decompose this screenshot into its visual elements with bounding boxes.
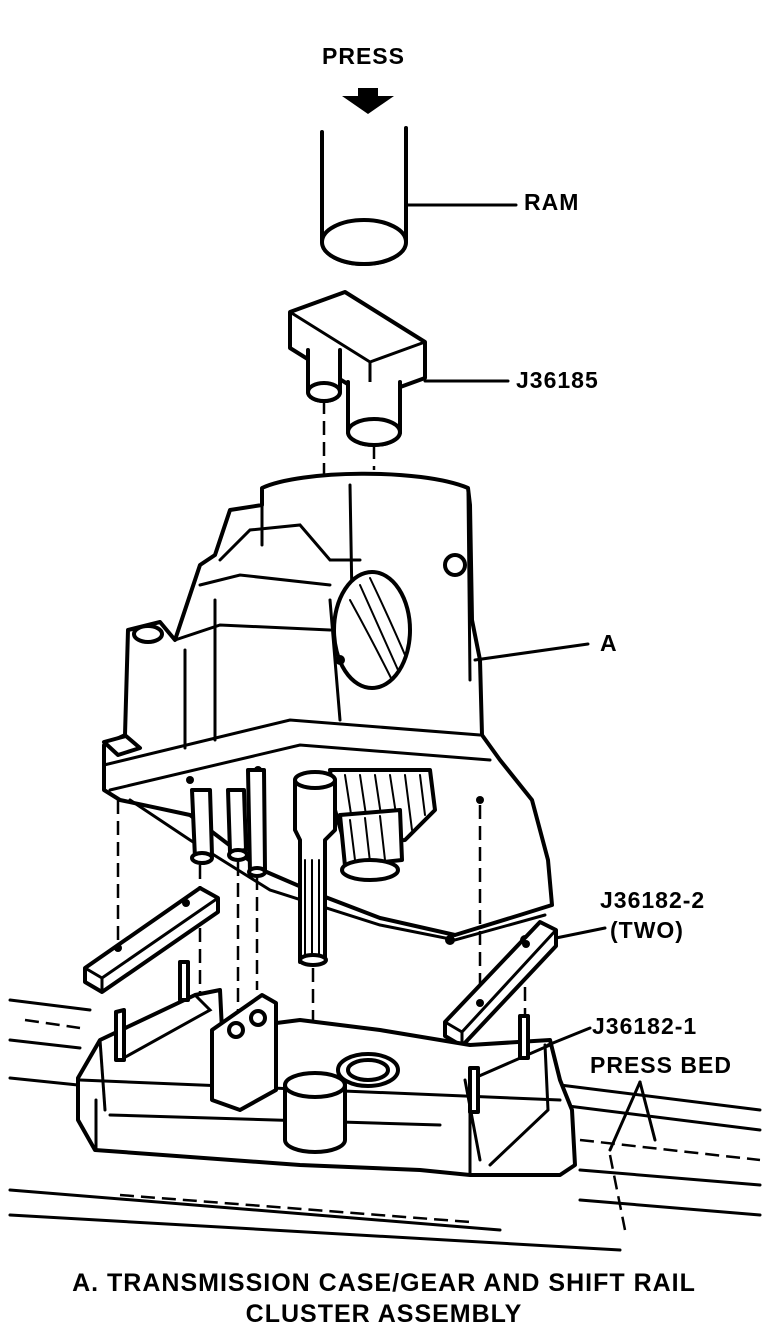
ram-cylinder	[320, 126, 408, 266]
case-label: A	[600, 630, 618, 656]
support-bar-left	[83, 886, 220, 994]
press-bed	[8, 998, 762, 1252]
case-leader-line	[473, 642, 590, 662]
transmission-case	[102, 471, 554, 945]
support-bars-label: J36182-2	[600, 887, 706, 913]
gear-cluster	[190, 768, 437, 967]
ram-label: RAM	[524, 189, 580, 215]
press-label: PRESS	[322, 43, 405, 69]
holding-fixture	[76, 960, 577, 1177]
press-bed-label: PRESS BED	[590, 1052, 732, 1078]
figure-caption-line2: CLUSTER ASSEMBLY	[245, 1300, 523, 1328]
bars-leader-line	[554, 926, 607, 940]
support-bar-right	[443, 920, 558, 1048]
support-bars-count-label: (TWO)	[610, 917, 684, 943]
fixture-leader-line	[546, 1026, 592, 1047]
adapter-tool	[288, 290, 427, 447]
figure-caption-line1: A. TRANSMISSION CASE/GEAR AND SHIFT RAIL	[72, 1269, 696, 1297]
press-arrow	[342, 88, 394, 114]
adapter-tool-label: J36185	[516, 367, 599, 393]
fixture-label: J36182-1	[592, 1013, 698, 1039]
